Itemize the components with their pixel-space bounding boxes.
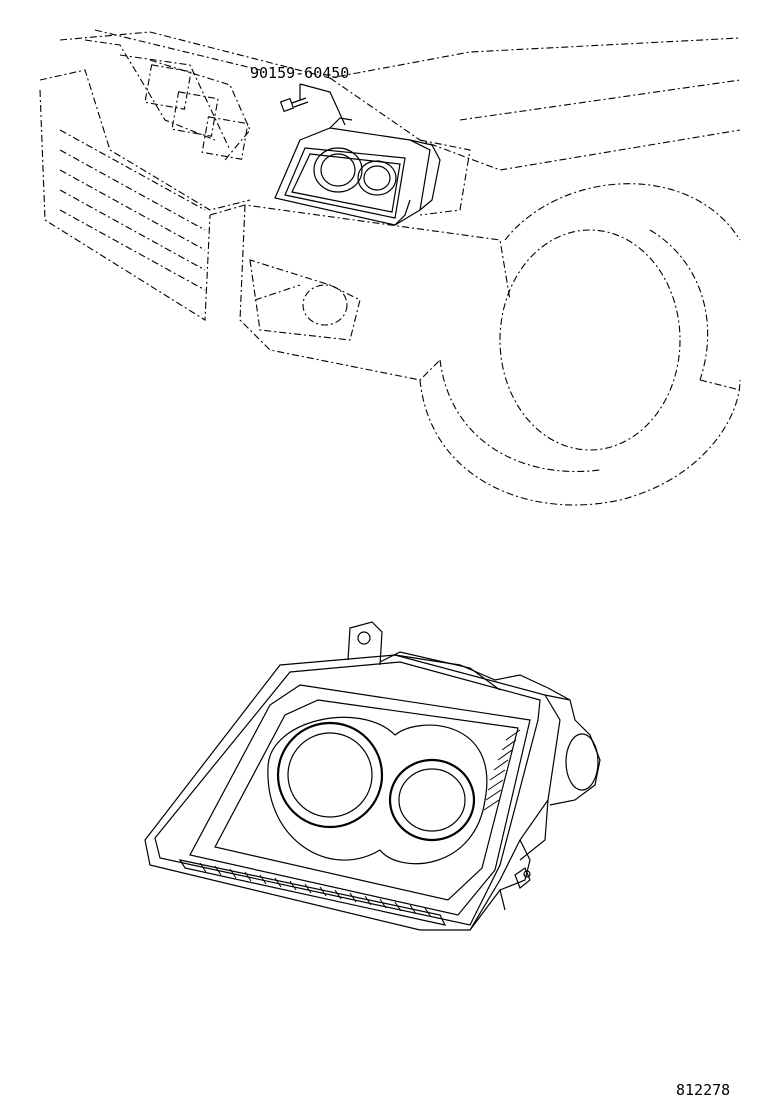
- bolt-icon: [279, 97, 309, 113]
- callout-leader: [299, 83, 346, 126]
- headlamp-assembly: [144, 621, 601, 931]
- illustration-number: 812278: [676, 1081, 730, 1099]
- vehicle-front-outline: [39, 29, 741, 506]
- part-number-label: 90159-60450: [250, 64, 349, 82]
- installed-headlamp: [274, 117, 441, 226]
